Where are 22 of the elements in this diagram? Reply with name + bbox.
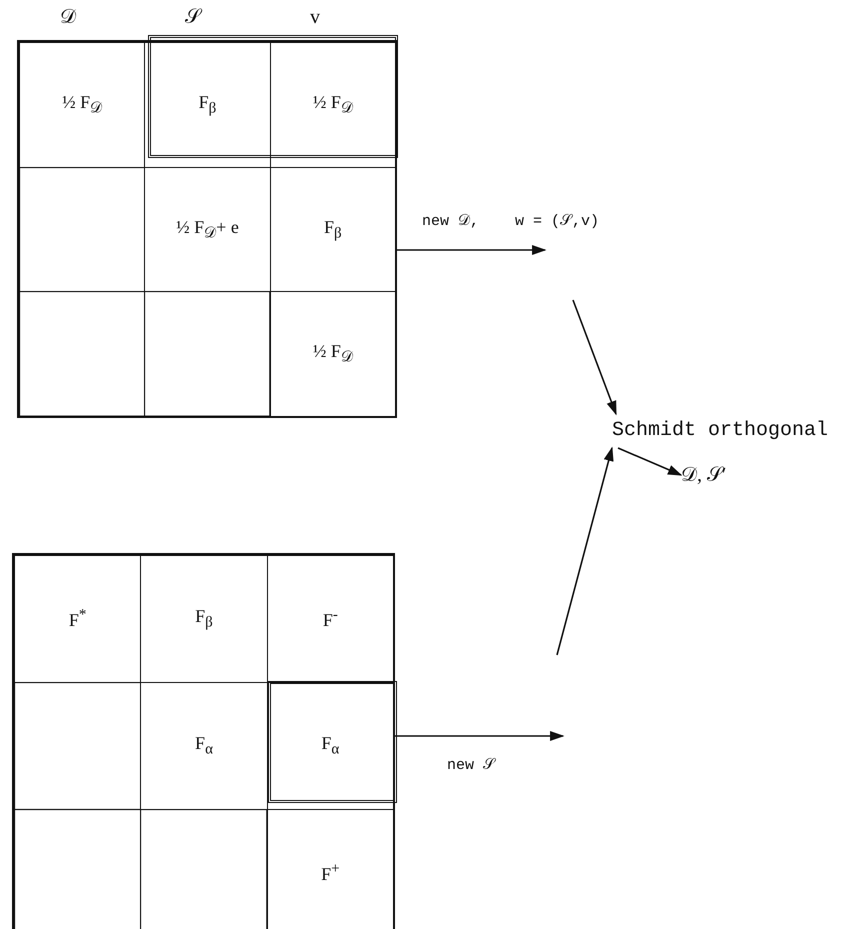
matrix-grid	[17, 40, 397, 418]
result-label: 𝒟, 𝒮′	[681, 463, 726, 488]
matrix-cell: ½ F$_{𝒟}$	[19, 42, 146, 168]
edge-label: new 𝒟, w = (𝒮,v)	[422, 212, 600, 230]
column-header: 𝒮	[185, 6, 200, 29]
column-header: v	[310, 6, 320, 29]
edge-label: new 𝒮	[447, 756, 496, 774]
column-header: 𝒟	[60, 6, 76, 29]
empty-cell	[140, 809, 268, 929]
empty-cell	[144, 291, 271, 417]
matrix-cell: F$^{*}$	[14, 555, 142, 683]
arrow	[572, 300, 617, 416]
empty-cell	[14, 682, 142, 810]
arrow	[618, 447, 682, 476]
matrix-grid	[12, 553, 395, 929]
arrow	[556, 446, 614, 656]
arrow	[395, 730, 564, 742]
arrow	[397, 244, 546, 256]
empty-cell	[14, 809, 142, 929]
empty-cell	[19, 166, 146, 292]
step-label: Schmidt orthogonal	[612, 418, 830, 444]
empty-cell	[19, 291, 146, 417]
